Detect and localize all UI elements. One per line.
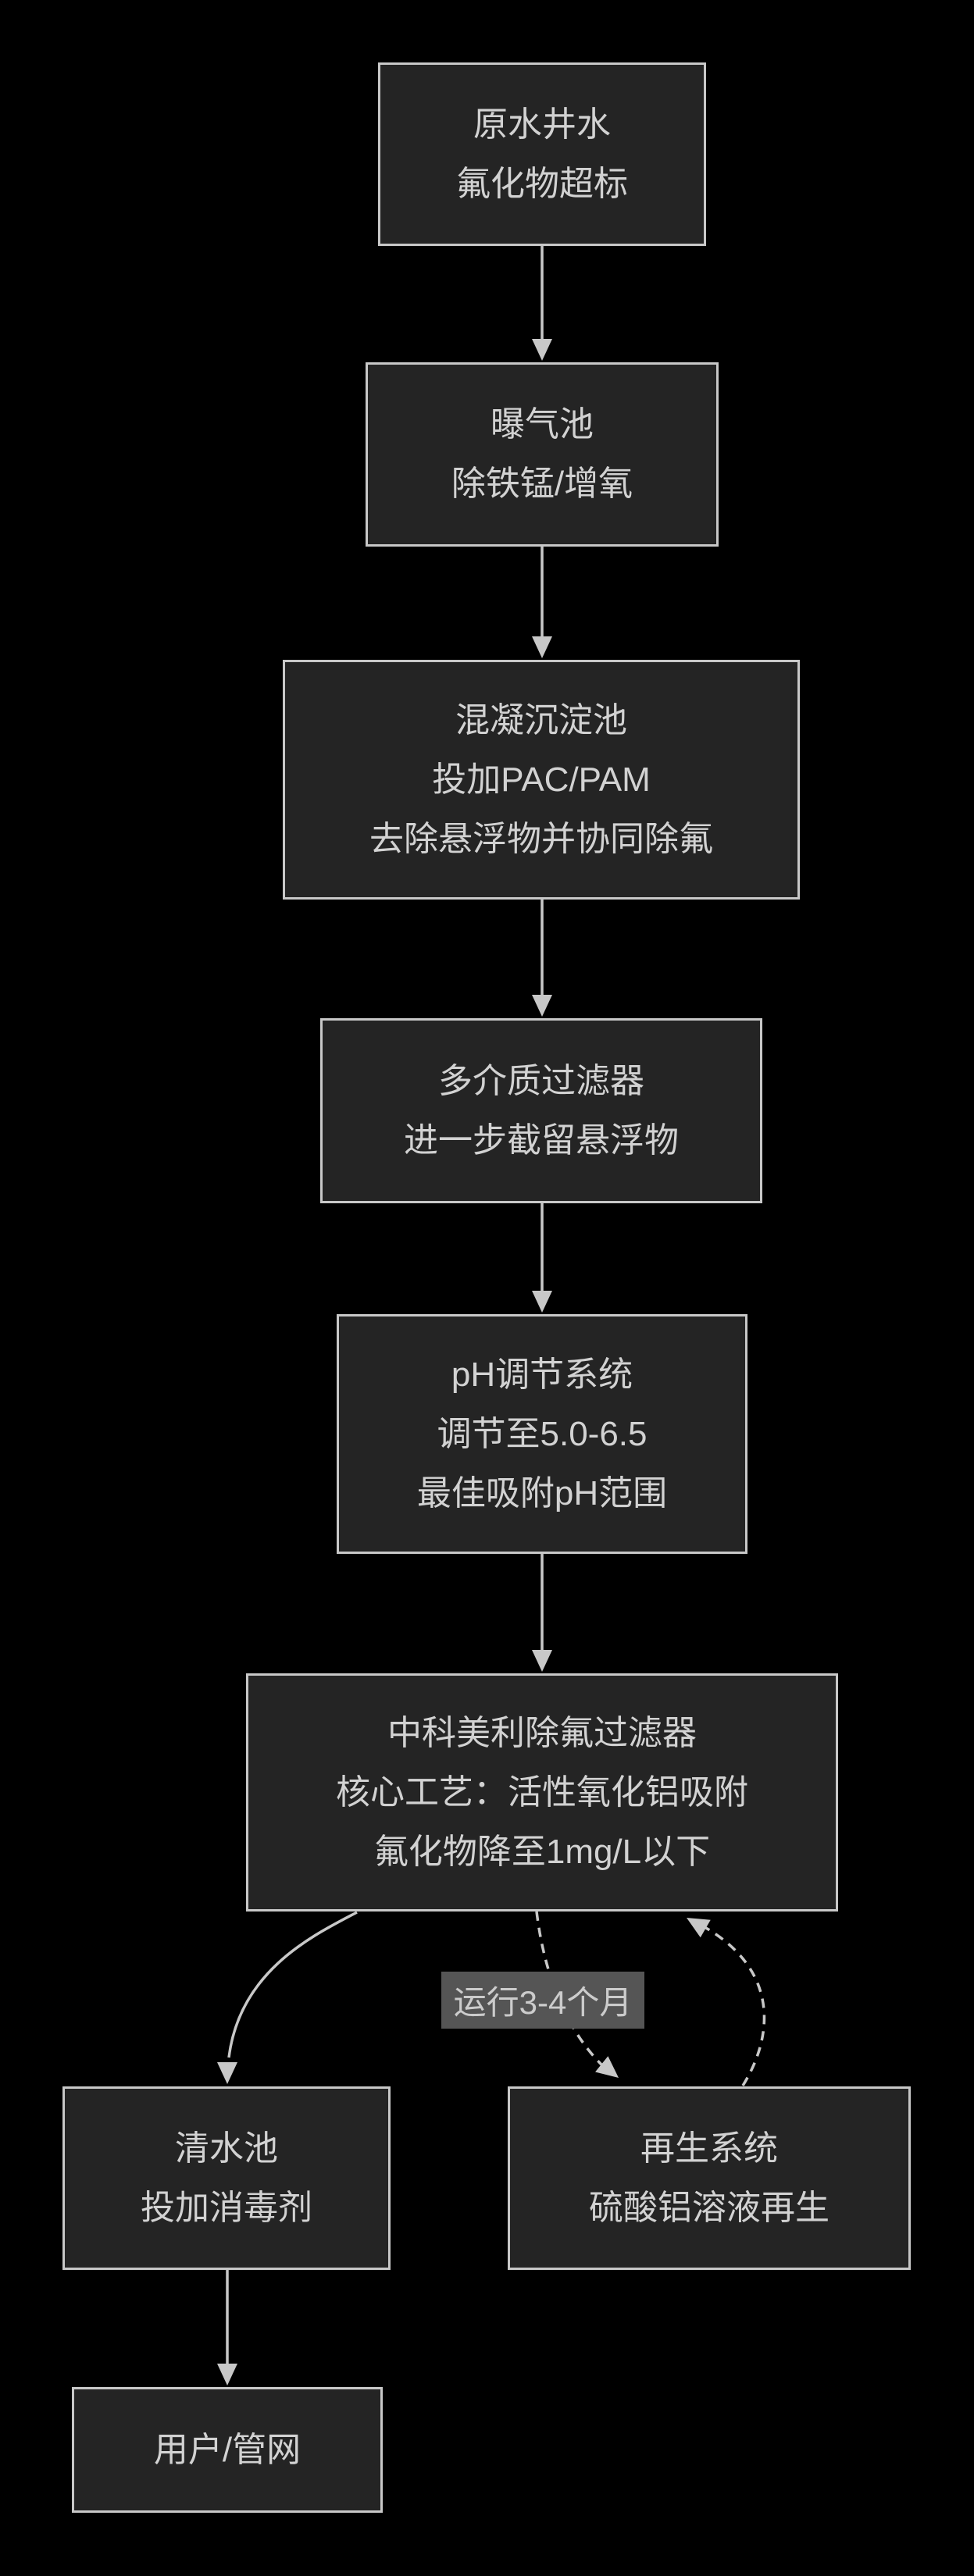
node-coagulation-line3: 去除悬浮物并协同除氟 [369, 819, 713, 858]
node-clear-water-line1: 清水池 [175, 2129, 278, 2168]
node-multimedia-filter-line1: 多介质过滤器 [438, 1061, 644, 1100]
edge-filter-to-ph [532, 1203, 552, 1313]
node-regeneration-line1: 再生系统 [640, 2129, 778, 2168]
node-multimedia-filter: 多介质过滤器 进一步截留悬浮物 [320, 1018, 762, 1203]
node-aeration-line1: 曝气池 [491, 405, 594, 444]
node-regeneration-line2: 硫酸铝溶液再生 [589, 2188, 830, 2227]
node-coagulation: 混凝沉淀池 投加PAC/PAM 去除悬浮物并协同除氟 [283, 660, 800, 900]
edge-ph-to-defluoridation [532, 1554, 552, 1672]
node-clear-water: 清水池 投加消毒剂 [62, 2086, 391, 2270]
edge-regeneration-to-defluoridation [687, 1918, 766, 2086]
node-defluoridation-line1: 中科美利除氟过滤器 [387, 1713, 697, 1752]
node-ph-adjust: pH调节系统 调节至5.0-6.5 最佳吸附pH范围 [337, 1314, 747, 1554]
node-raw-water-line1: 原水井水 [473, 105, 611, 144]
node-aeration-line2: 除铁锰/增氧 [451, 465, 633, 503]
node-coagulation-line2: 投加PAC/PAM [432, 760, 651, 799]
node-aeration: 曝气池 除铁锰/增氧 [366, 362, 719, 547]
edge-aeration-to-coagulation [532, 547, 552, 658]
node-clear-water-line2: 投加消毒剂 [141, 2188, 312, 2227]
node-defluoridation: 中科美利除氟过滤器 核心工艺：活性氧化铝吸附 氟化物降至1mg/L以下 [246, 1673, 838, 1912]
node-ph-adjust-line3: 最佳吸附pH范围 [416, 1473, 668, 1512]
edge-coagulation-to-filter [532, 900, 552, 1017]
node-coagulation-line1: 混凝沉淀池 [455, 700, 627, 739]
node-multimedia-filter-line2: 进一步截留悬浮物 [404, 1121, 679, 1160]
node-raw-water-line2: 氟化物超标 [456, 164, 628, 203]
node-ph-adjust-line2: 调节至5.0-6.5 [437, 1414, 648, 1453]
edge-raw-to-aeration [532, 246, 552, 361]
node-regeneration: 再生系统 硫酸铝溶液再生 [508, 2086, 911, 2270]
edge-defluoridation-to-clearwater [217, 1911, 358, 2084]
node-raw-water: 原水井水 氟化物超标 [378, 62, 706, 246]
node-users-line1: 用户/管网 [153, 2430, 301, 2469]
edge-label-runtime: 运行3-4个月 [441, 1972, 644, 2029]
node-defluoridation-line3: 氟化物降至1mg/L以下 [373, 1832, 711, 1871]
node-defluoridation-line2: 核心工艺：活性氧化铝吸附 [336, 1773, 748, 1812]
node-users: 用户/管网 [72, 2387, 383, 2513]
edge-clearwater-to-users [217, 2270, 237, 2385]
node-ph-adjust-line1: pH调节系统 [451, 1355, 633, 1394]
